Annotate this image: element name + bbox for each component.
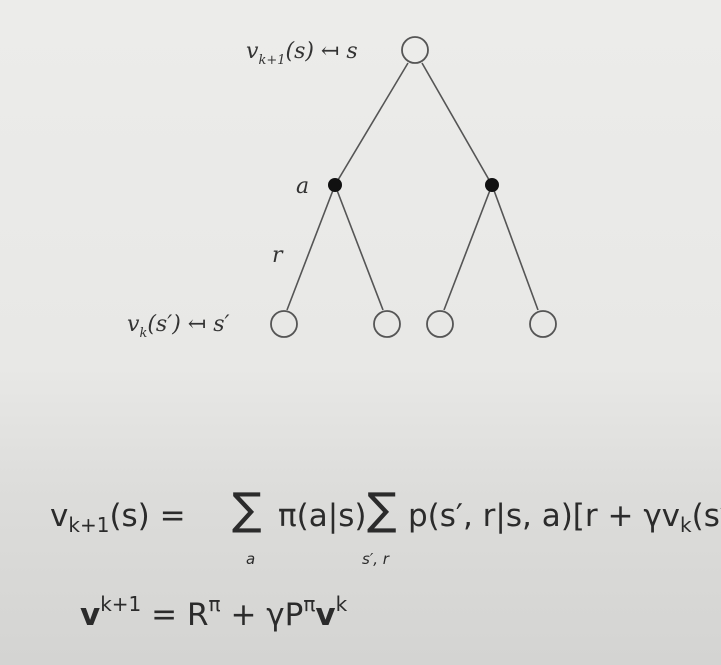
reward-label: r xyxy=(272,243,284,268)
action-label: a xyxy=(296,174,309,199)
edge-root-to-right-action xyxy=(421,62,493,186)
sum-over-actions-index: a xyxy=(246,550,256,568)
root-value-label: vk+1(s) ↤ s xyxy=(246,39,358,68)
leaf-state-node xyxy=(270,310,298,338)
action-node xyxy=(328,178,342,192)
root-state-node xyxy=(401,36,429,64)
action-node xyxy=(485,178,499,192)
leaf-state-node xyxy=(373,310,401,338)
backup-tree-diagram: vk+1(s) ↤ s a r vk(s′) ↤ s′ xyxy=(127,36,557,341)
sum-over-next-states-index: s′, r xyxy=(362,550,389,568)
leaf-value-label: vk(s′) ↤ s′ xyxy=(127,312,229,341)
bellman-expectation-equation: vk+1(s) = ∑ a π(a|s) ∑ s′, r p(s′, r|s, … xyxy=(50,484,721,580)
edge-root-to-left-action xyxy=(334,62,409,186)
edge-right-action-to-leaf3 xyxy=(443,184,493,311)
matrix-form-equation: vk+1 = Rπ + γPπvk xyxy=(80,592,348,633)
edge-right-action-to-leaf4 xyxy=(491,184,539,311)
edge-left-action-to-leaf2 xyxy=(334,184,384,311)
leaf-state-node xyxy=(426,310,454,338)
policy-term: π(a|s) xyxy=(278,498,367,534)
transition-and-return-term: p(s′, r|s, a)[r + γvk(s′)] xyxy=(408,498,721,537)
sum-over-actions: ∑ xyxy=(232,484,262,535)
equation-lhs: vk+1(s) = xyxy=(50,498,186,537)
edge-left-action-to-leaf1 xyxy=(286,184,336,311)
sum-over-next-states: ∑ xyxy=(367,484,397,535)
leaf-state-node xyxy=(529,310,557,338)
